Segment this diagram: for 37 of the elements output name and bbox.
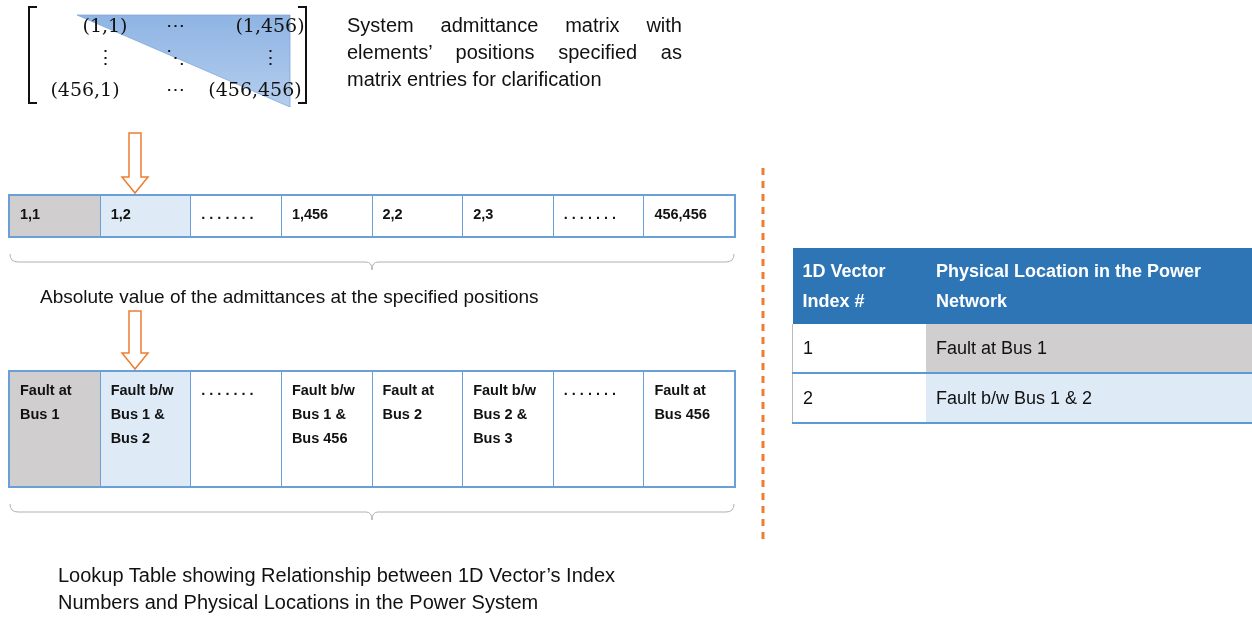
vector-cell: . . . . . . . xyxy=(553,372,645,486)
table-cell: Fault b/w Bus 1 & 2 xyxy=(926,373,1252,423)
vector-cell: Fault at Bus 2 xyxy=(372,372,464,486)
vector-cell: . . . . . . . xyxy=(191,196,282,236)
vector-cell: 1,456 xyxy=(281,196,373,236)
block-arrow xyxy=(120,310,150,371)
vector-cell: Fault b/w Bus 1 & Bus 2 xyxy=(100,372,192,486)
vector-cell: . . . . . . . xyxy=(191,372,282,486)
matrix-entry: (456,1) xyxy=(50,78,120,100)
matrix-entry: ⋱ xyxy=(165,46,185,68)
vector-row xyxy=(8,194,736,238)
table-header-cell: Physical Location in the Power Network xyxy=(926,248,1252,324)
vector-cell: 456,456 xyxy=(644,196,734,236)
matrix-entry: ⋮ xyxy=(260,46,280,68)
caption-text: Lookup Table showing Relationship between 1D Vector’s Index Numbers and Physical Locations in the Power System xyxy=(58,563,617,615)
table-cell: Fault at Bus 1 xyxy=(926,324,1252,373)
vector-cell: 1,2 xyxy=(100,196,192,236)
vector-cell: 2,2 xyxy=(372,196,464,236)
matrix xyxy=(25,5,310,107)
matrix-entry: (1,1) xyxy=(82,14,128,36)
block-arrow xyxy=(120,132,150,195)
vector-cell: Fault b/w Bus 2 & Bus 3 xyxy=(463,372,554,486)
matrix-entry: (456,456) xyxy=(208,78,302,100)
vector-row xyxy=(8,370,736,488)
vector-cell: 1,1 xyxy=(10,196,101,236)
vector-cell: Fault at Bus 456 xyxy=(644,372,734,486)
table-header-cell: 1D Vector Index # xyxy=(792,248,926,324)
vector-cell: Fault at Bus 1 xyxy=(10,372,101,486)
vector-cell: Fault b/w Bus 1 & Bus 456 xyxy=(281,372,373,486)
vector-cell: . . . . . . . xyxy=(553,196,645,236)
matrix-entry: ⋮ xyxy=(95,46,115,68)
vector-cell: 2,3 xyxy=(463,196,554,236)
caption-text: Absolute value of the admittances at the specified positions xyxy=(40,284,700,309)
matrix-entry: ⋯ xyxy=(165,78,185,100)
matrix-caption: System admittance matrix with elements’ positions specified as matrix entries for clarification xyxy=(347,13,682,92)
matrix-entry: (1,456) xyxy=(235,14,305,36)
matrix-entry: ⋯ xyxy=(165,14,185,36)
